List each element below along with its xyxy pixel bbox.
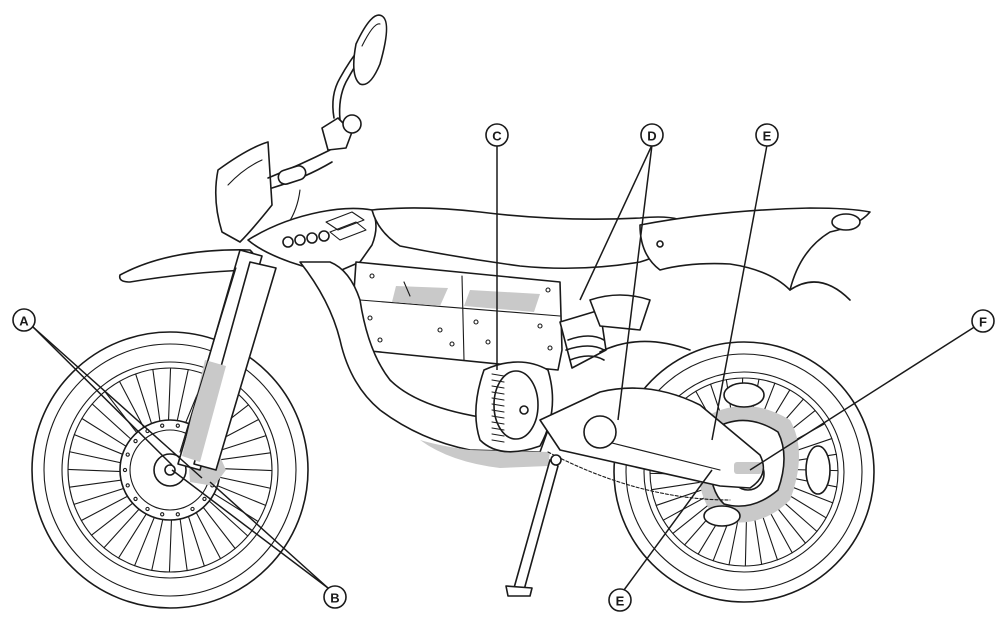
- callout-f: F: [971, 309, 995, 333]
- kickstand: [505, 454, 562, 597]
- fairing-bolts: [282, 230, 330, 248]
- callout-a: A: [12, 308, 36, 332]
- motor: [475, 361, 554, 453]
- handlebar-assembly: [259, 14, 388, 249]
- swingarm: [539, 387, 765, 489]
- callout-d: D: [640, 123, 664, 147]
- front-wheel: [31, 331, 309, 609]
- rear-fender: [639, 207, 871, 291]
- front-forks: [177, 249, 277, 471]
- callout-f-label: F: [979, 315, 987, 330]
- callout-e-bottom: E: [608, 588, 632, 612]
- skid-plate: [420, 440, 550, 468]
- callout-e-top: E: [755, 123, 779, 147]
- leader-lines: [32, 144, 977, 591]
- callout-c: C: [485, 123, 509, 147]
- callout-b: B: [323, 585, 347, 609]
- rear-shock: [559, 294, 651, 369]
- drive-belt: [547, 451, 731, 501]
- callout-c-label: C: [492, 129, 502, 144]
- callout-a-label: A: [19, 314, 29, 329]
- callout-b-label: B: [330, 591, 339, 606]
- headlight-mask: [214, 141, 273, 243]
- callout-e-bottom-label: E: [616, 594, 625, 609]
- callout-d-label: D: [647, 129, 656, 144]
- callout-e-top-label: E: [763, 129, 772, 144]
- battery-box: [351, 261, 563, 371]
